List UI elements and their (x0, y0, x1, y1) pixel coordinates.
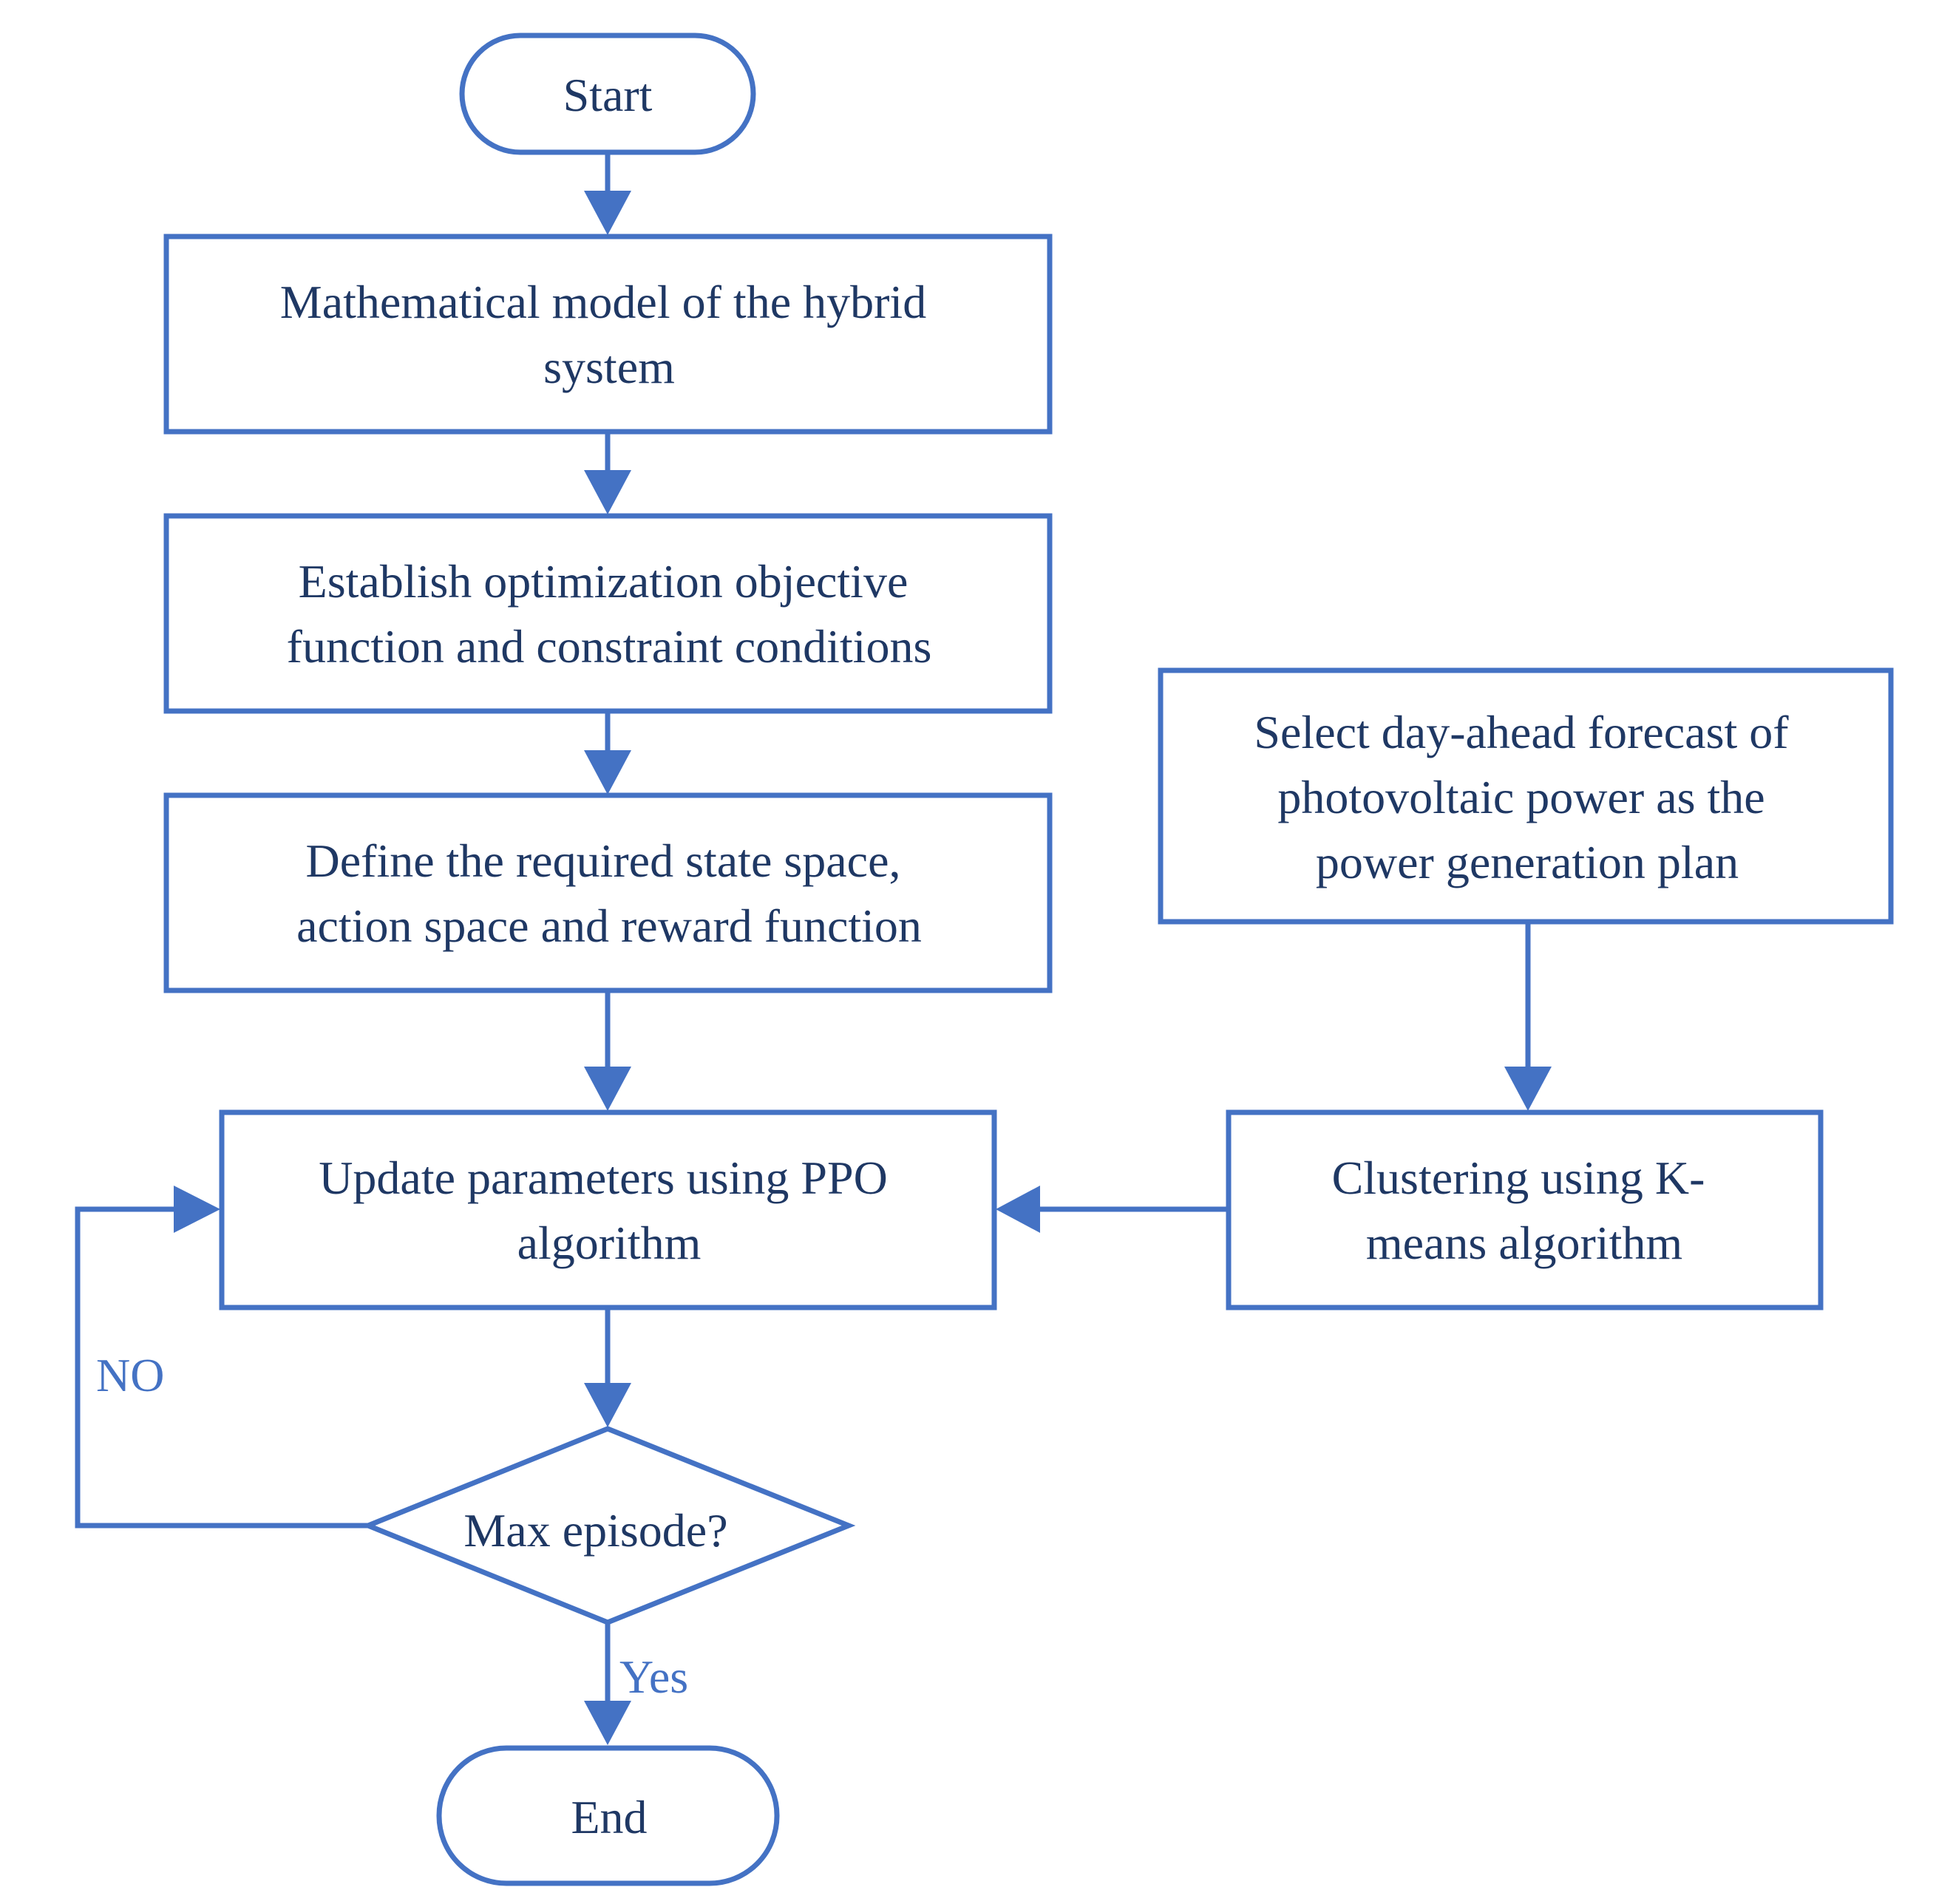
node-cluster-label: Clustering using K- means algorithm (1332, 1152, 1717, 1269)
node-define-label: Define the required state space, action … (296, 834, 922, 952)
node-forecast: Select day-ahead forecast of photovoltai… (1158, 667, 1894, 925)
node-end: End (436, 1745, 780, 1886)
arrow-decision-to-update-loop (75, 1206, 368, 1529)
node-define: Define the required state space, action … (163, 792, 1053, 993)
node-objective: Establish optimization objective functio… (163, 513, 1053, 714)
arrowhead-model-to-objective (584, 470, 631, 514)
node-update-label: Update parameters using PPO algorithm (319, 1152, 900, 1269)
arrowhead-decision-to-update-loop (174, 1186, 220, 1233)
arrowhead-cluster-to-update (996, 1186, 1040, 1233)
node-cluster: Clustering using K- means algorithm (1226, 1109, 1824, 1310)
arrowhead-update-to-decision (584, 1383, 631, 1427)
node-decision: Max episode? (361, 1426, 856, 1625)
node-model: Mathematical model of the hybrid system (163, 234, 1053, 435)
node-decision-label: Max episode? (463, 1504, 727, 1557)
node-end-label: End (571, 1791, 647, 1843)
arrowhead-objective-to-define (584, 750, 631, 795)
node-objective-label: Establish optimization objective functio… (287, 555, 932, 673)
arrowhead-define-to-update (584, 1067, 631, 1111)
node-forecast-label: Select day-ahead forecast of photovoltai… (1254, 706, 1800, 888)
arrowhead-forecast-to-cluster (1504, 1067, 1552, 1111)
node-update: Update parameters using PPO algorithm (219, 1109, 997, 1310)
arrowhead-decision-to-end (584, 1701, 631, 1745)
edge-label-yes: Yes (619, 1650, 688, 1703)
arrowhead-start-to-model (584, 191, 631, 235)
connectors (75, 153, 1552, 1745)
edge-label-no: NO (96, 1349, 164, 1401)
node-start-label: Start (563, 69, 653, 121)
node-model-label: Mathematical model of the hybrid system (280, 276, 938, 393)
node-start: Start (459, 33, 756, 155)
